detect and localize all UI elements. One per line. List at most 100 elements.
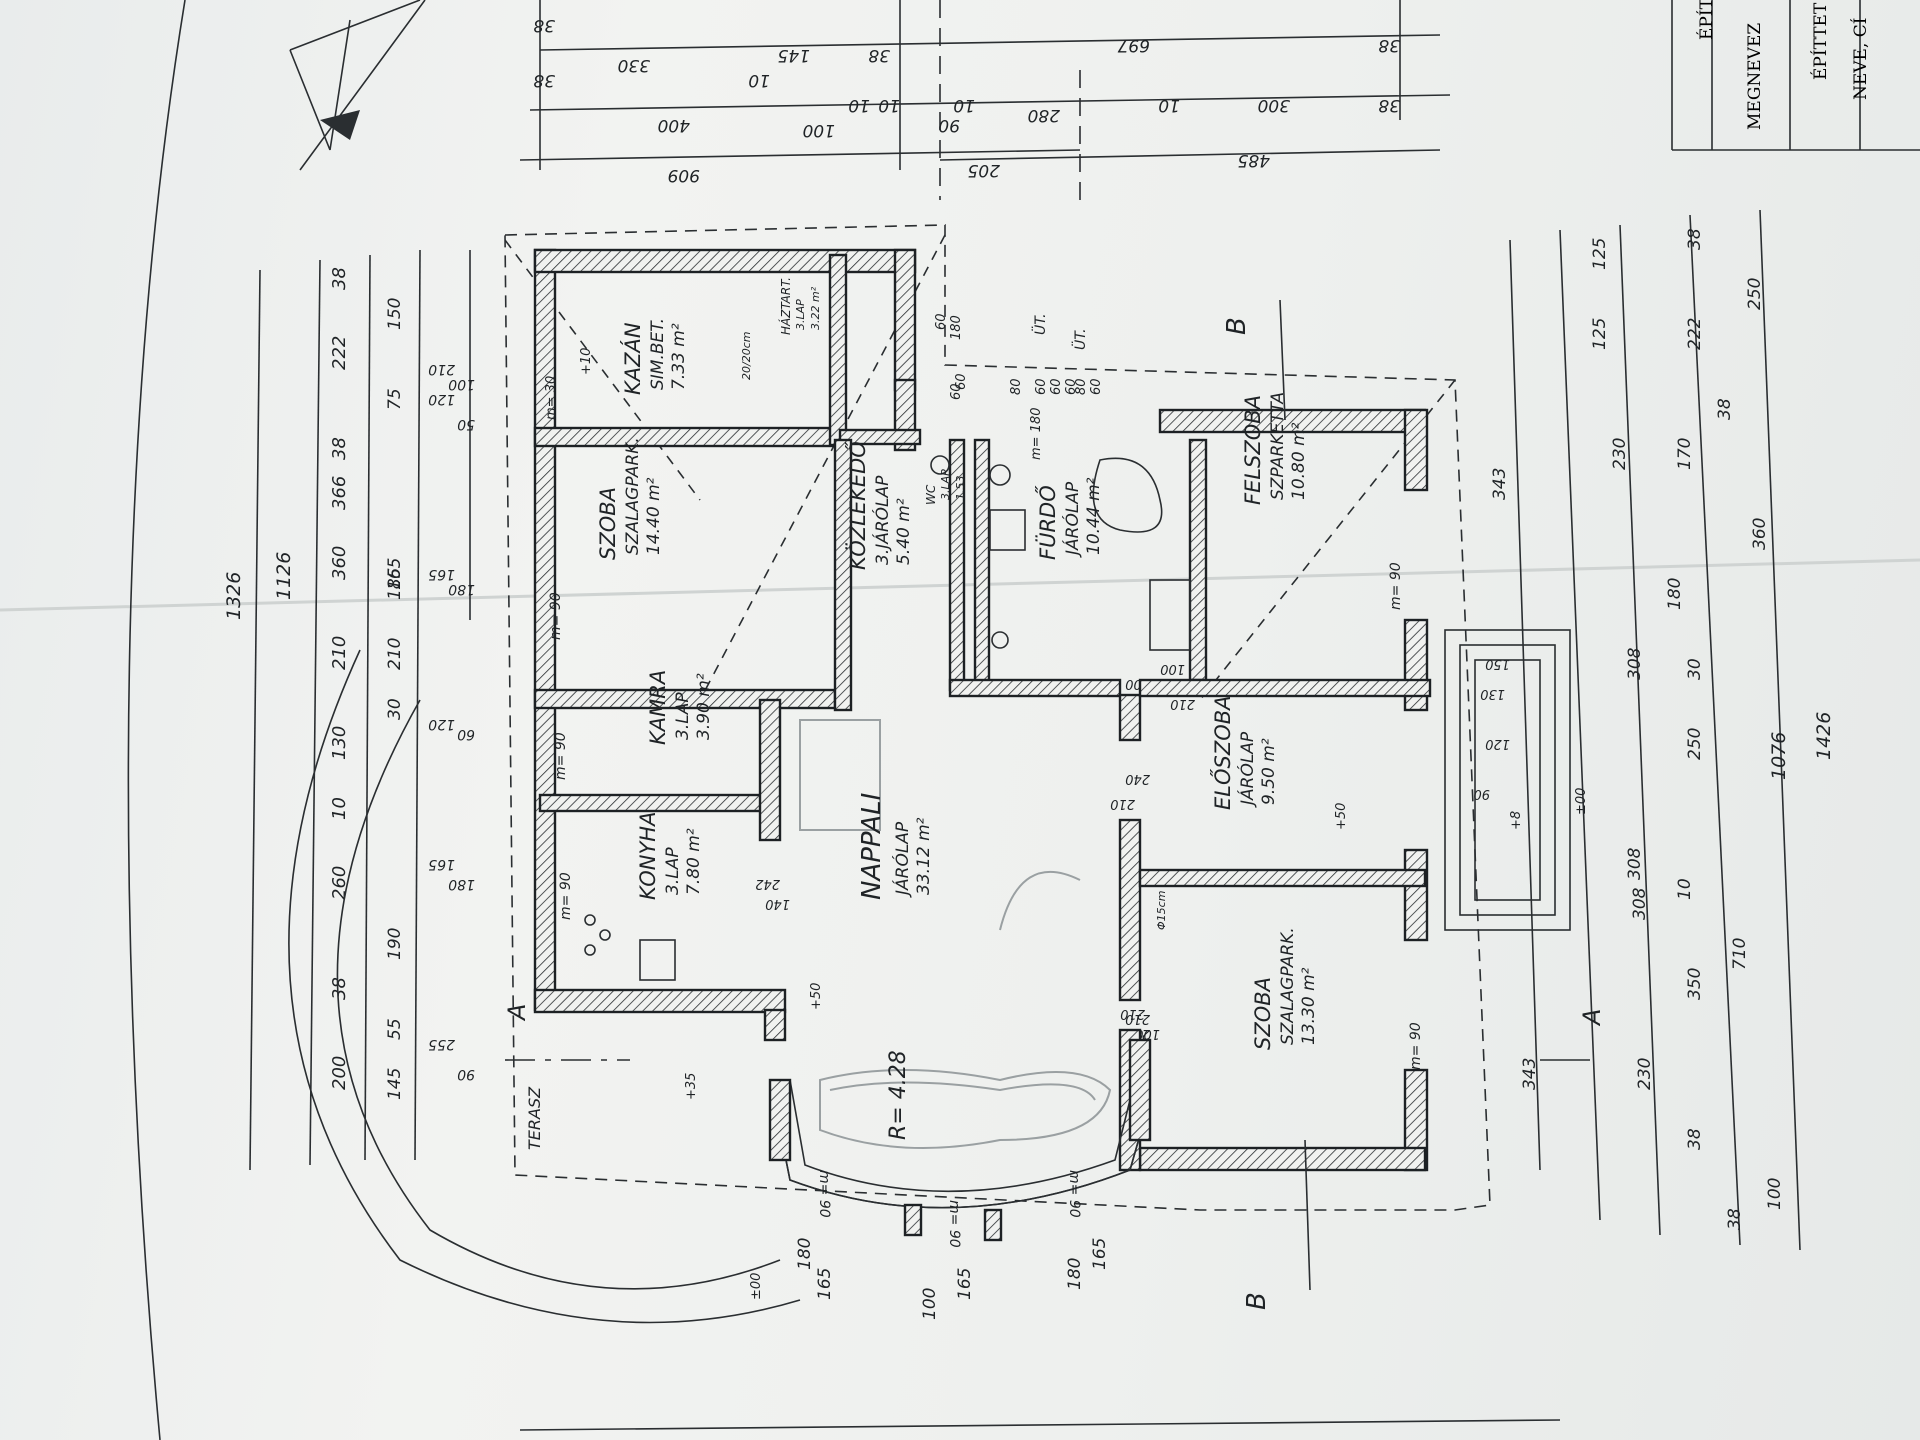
opening-dimension: 150 xyxy=(1485,656,1510,671)
paper-edge xyxy=(127,0,186,1440)
bottom-dimension: 165 xyxy=(1090,1238,1110,1270)
right-dimension: 180 xyxy=(1665,578,1685,610)
window-dimension: 120 xyxy=(428,716,455,732)
toilet-icon xyxy=(989,464,1011,486)
title-line-2: MEGNEVEZ xyxy=(1745,23,1765,130)
level-plus10: +10 xyxy=(579,348,594,375)
bay-ceiling-2: m= 90 xyxy=(946,1200,962,1248)
top-dimension: 38 xyxy=(533,70,555,90)
room-floor: SZALAGPARK. xyxy=(1278,927,1298,1045)
top-dimension: 280 xyxy=(1028,105,1060,125)
room-area: 10.44 m² xyxy=(1084,477,1104,555)
left-dimension: 360 xyxy=(329,546,350,580)
opening-dimension: 60 xyxy=(934,313,949,330)
room-area: 14.40 m² xyxy=(644,477,664,555)
window-dimension: 255 xyxy=(428,1036,455,1052)
opening-dimension: 242 xyxy=(755,876,780,891)
window-dimension: 165 xyxy=(428,566,455,582)
left-dimension-inner: 165 xyxy=(385,558,405,590)
right-dimension: 125 xyxy=(1590,238,1610,270)
level-plus8: +8 xyxy=(1509,811,1524,830)
left-outer-dimension: 1326 xyxy=(223,572,245,620)
opening-dimension: 240 xyxy=(1125,771,1150,786)
level-pm00: ±00 xyxy=(749,1273,764,1300)
opening-dimension: 80 xyxy=(1009,378,1024,395)
bay-ceiling-1: m= 90 xyxy=(816,1170,832,1218)
right-dimension: 308 xyxy=(1625,847,1645,880)
opening-dimension: 100 xyxy=(1160,661,1185,676)
opening-dimension: 60 xyxy=(949,383,964,400)
title-line-1: ÉPÍTMÉ xyxy=(1696,0,1717,40)
bottom-dimension: 165 xyxy=(815,1268,835,1300)
opening-dimension: 210 xyxy=(1170,696,1195,711)
ceiling-szoba: m= 90 xyxy=(548,592,564,640)
section-a-left: A xyxy=(503,1004,531,1022)
room-name: HÁZTART. xyxy=(778,277,793,335)
opening-dimension: 100 xyxy=(1135,1026,1160,1041)
left-dimension-inner: 145 xyxy=(385,1068,405,1100)
top-dimension: 145 xyxy=(778,45,810,65)
ceiling-konyha: m= 90 xyxy=(558,872,574,920)
room-area: 7.33 m² xyxy=(669,323,689,390)
opening-dimension: 60 xyxy=(1064,378,1079,395)
window-dimension: 180 xyxy=(448,876,475,892)
title-block: ÉPÍTMÉ MEGNEVEZ ÉPÍTTET NEVE, CÍ xyxy=(1671,0,1920,151)
stove-burner-icon xyxy=(584,914,596,926)
left-dimension: 210 xyxy=(329,636,350,670)
ceiling-kazan: m= 30 xyxy=(544,376,559,420)
top-dimension: 697 xyxy=(1117,35,1150,55)
top-dimension: 90 xyxy=(938,115,960,135)
left-dimension-inner: 150 xyxy=(385,298,405,330)
right-dimension-chains xyxy=(1509,209,1801,1251)
right-dimension: 350 xyxy=(1685,968,1705,1000)
room-area: 7.80 m² xyxy=(684,828,704,895)
right-dimension: 222 xyxy=(1685,318,1705,350)
room-name: KAMRA xyxy=(646,670,670,745)
top-dimension: 485 xyxy=(1238,150,1270,170)
right-mid-dimension: 710 xyxy=(1730,938,1750,970)
pipe-size: Φ15cm xyxy=(1155,891,1168,930)
level-plus35: +35 xyxy=(684,1073,699,1100)
terrace-arc-outer xyxy=(288,649,801,1324)
left-dimension-inner: 190 xyxy=(385,928,405,960)
bottom-dimension: 180 xyxy=(795,1238,815,1270)
room-name: SZOBA xyxy=(1251,977,1275,1050)
title-line-3: ÉPÍTTET xyxy=(1810,2,1831,80)
right-mid-dimension: 308 xyxy=(1625,647,1645,680)
room-area: 33.12 m² xyxy=(914,817,934,895)
misc-labels: TERASZ R= 4.28 A A B B m= 30 m= 90 m= 90… xyxy=(503,313,1606,1310)
ceiling-furdo: m= 180 xyxy=(1029,407,1044,460)
window-dimension: 180 xyxy=(448,581,475,597)
room-floor: 3.JÁRÓLAP xyxy=(871,475,893,565)
room-floor: JÁRÓLAP xyxy=(1236,731,1258,808)
top-dimension: 38 xyxy=(1378,95,1400,115)
room-floor: 3.LAP xyxy=(673,692,693,740)
top-dimension: 10 xyxy=(953,95,975,115)
opening-dimension: 60 xyxy=(954,373,969,390)
left-mid-dimension: 1126 xyxy=(273,552,295,600)
ut-label-2: ÜT. xyxy=(1071,328,1089,350)
top-dimension: 10 xyxy=(878,95,900,115)
right-dimension: 38 xyxy=(1685,1128,1705,1150)
room-name: WC xyxy=(924,484,938,505)
right-dimension: 125 xyxy=(1590,318,1610,350)
level-pm00b: ±00 xyxy=(1574,788,1589,815)
room-floor: 3.LAP xyxy=(663,847,683,895)
window-dimension: 90 xyxy=(457,1066,475,1082)
right-mid-dimension: 343 xyxy=(1490,468,1510,500)
room-name: FÜRDŐ xyxy=(1035,485,1060,560)
wc-toilet-icon xyxy=(930,455,950,475)
left-dimension: 222 xyxy=(329,336,350,370)
terrace-arc xyxy=(336,699,781,1290)
right-dimension: 170 xyxy=(1675,438,1695,470)
left-dimension: 38 xyxy=(329,977,350,1000)
left-dimension: 200 xyxy=(329,1056,350,1090)
room-name: KONYHA xyxy=(636,812,660,900)
right-dimension: 38 xyxy=(1725,1208,1745,1230)
opening-dimension: 90 xyxy=(1473,786,1490,801)
right-dimension: 38 xyxy=(1715,398,1735,420)
